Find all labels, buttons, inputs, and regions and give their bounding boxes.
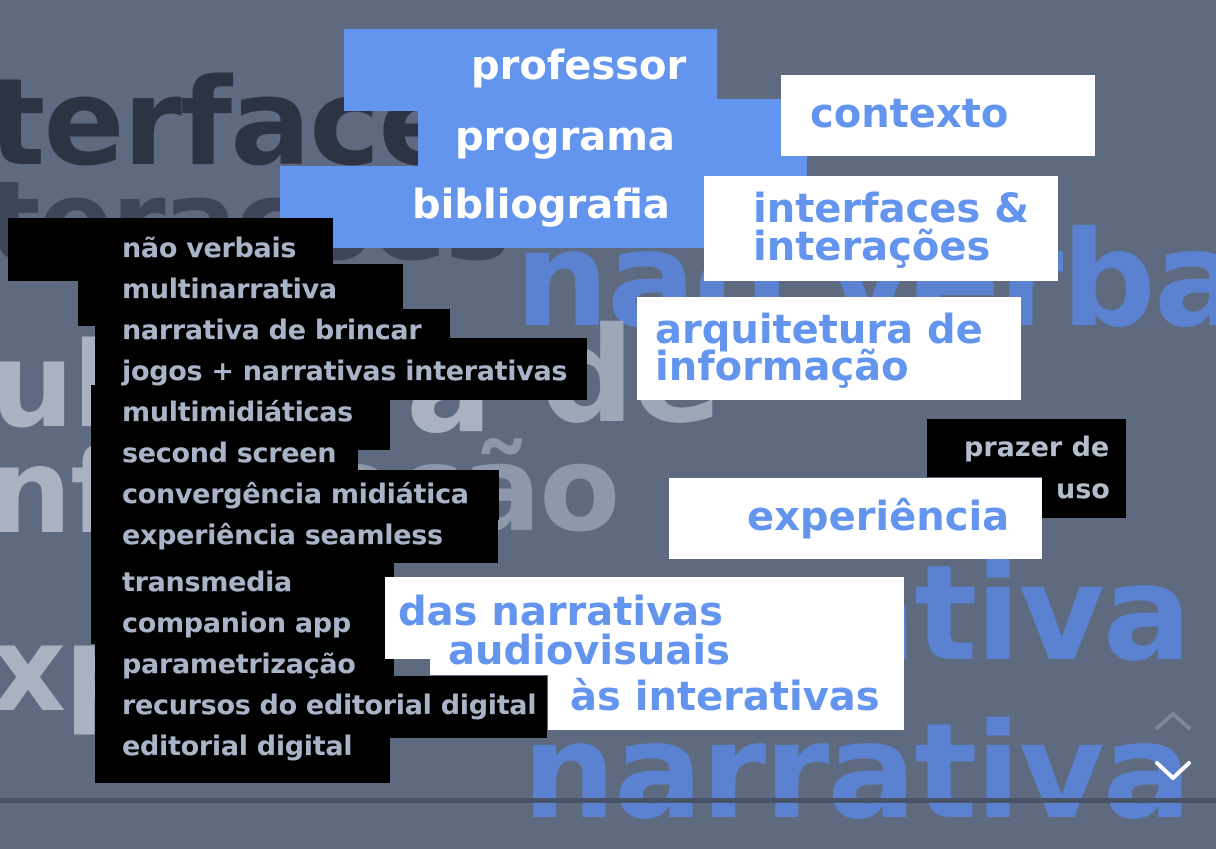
experiencia-box[interactable]: experiência	[669, 478, 1042, 559]
topic-transmedia[interactable]: transmedia	[122, 567, 292, 598]
topic-second-screen[interactable]: second screen	[122, 438, 337, 469]
topics-bg-8	[91, 508, 498, 563]
arquitetura-box[interactable]: arquitetura de informação	[637, 297, 1021, 400]
prazer-box[interactable]	[927, 419, 1126, 477]
prazer-box-tail[interactable]	[1042, 470, 1126, 518]
interfaces-link-line1[interactable]: interfaces &	[753, 186, 1030, 232]
topic-parametrizacao[interactable]: parametrização	[122, 649, 356, 680]
topic-nao-verbais[interactable]: não verbais	[122, 233, 297, 264]
topics-bg-12	[95, 728, 390, 783]
contexto-link[interactable]: contexto	[810, 91, 1009, 137]
prazer-link-line1[interactable]: prazer de	[964, 432, 1110, 463]
narrativas-link-line1[interactable]: das narrativas	[398, 589, 723, 635]
chevron-down-icon[interactable]	[1153, 758, 1193, 784]
topic-jogos-narrativas-interativas[interactable]: jogos + narrativas interativas	[122, 356, 568, 387]
topic-recursos-editorial-digital[interactable]: recursos do editorial digital	[122, 690, 537, 721]
arquitetura-link-line1[interactable]: arquitetura de	[655, 307, 983, 353]
interfaces-link-line2[interactable]: interações	[753, 224, 991, 270]
topic-multinarrativa[interactable]: multinarrativa	[122, 274, 337, 305]
contexto-box[interactable]: contexto	[781, 75, 1095, 156]
topic-companion-app[interactable]: companion app	[122, 608, 351, 639]
arquitetura-link-line2[interactable]: informação	[655, 344, 909, 390]
topics-bg-9	[91, 560, 394, 644]
professor-box[interactable]	[344, 29, 717, 111]
programa-link[interactable]: programa	[455, 114, 675, 160]
professor-link[interactable]: professor	[471, 43, 687, 89]
bibliografia-link[interactable]: bibliografia	[412, 182, 670, 228]
interfaces-box[interactable]: interfaces & interações	[704, 176, 1058, 281]
topic-convergencia-midiatica[interactable]: convergência midiática	[122, 479, 469, 510]
prazer-link-line2[interactable]: uso	[1056, 474, 1110, 505]
bottom-strip	[0, 798, 1216, 803]
narrativas-link-line3[interactable]: às interativas	[570, 674, 880, 720]
topics-bg-11	[95, 676, 547, 738]
chevron-up-icon[interactable]	[1153, 706, 1193, 732]
bibliografia-box[interactable]	[280, 166, 708, 248]
narrativas-link-line2[interactable]: audiovisuais	[448, 628, 730, 674]
narrativas-box-3[interactable]	[548, 660, 904, 730]
experiencia-link[interactable]: experiência	[747, 494, 1010, 540]
topic-narrativa-de-brincar[interactable]: narrativa de brincar	[122, 315, 422, 346]
topic-experiencia-seamless[interactable]: experiência seamless	[122, 520, 443, 551]
topic-editorial-digital[interactable]: editorial digital	[122, 731, 353, 762]
topic-multimidiaticas[interactable]: multimidiáticas	[122, 397, 353, 428]
